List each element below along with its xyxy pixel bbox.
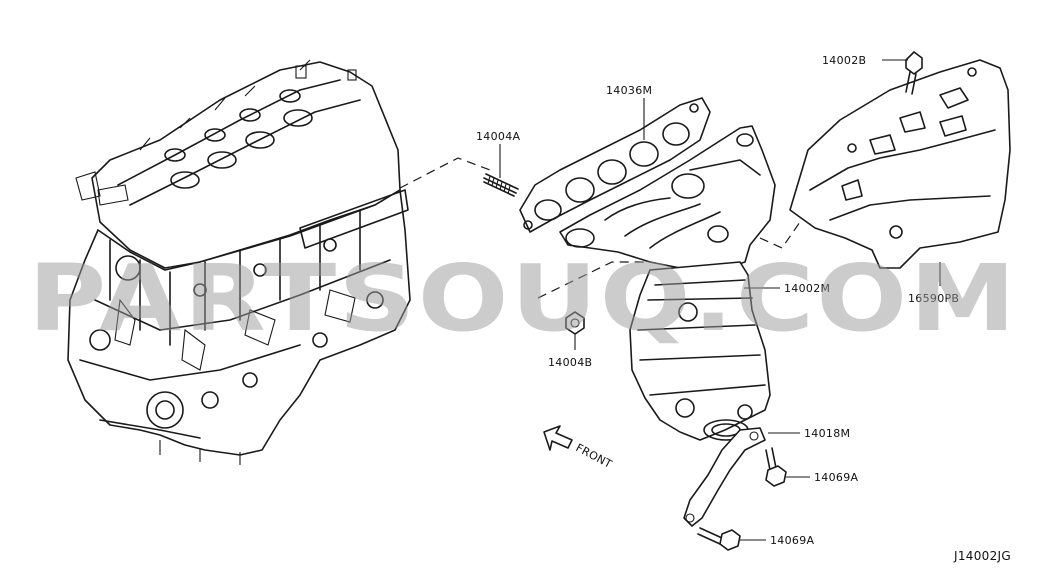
callout-14069a-lower: 14069A [770,534,814,547]
leader-lines [499,59,941,541]
alignment-line-lower [537,261,652,299]
callout-14002m: 14002M [784,282,830,295]
bolt-14002b [905,51,923,95]
bracket-14018m [683,427,766,527]
nut-14004b [565,311,585,335]
front-arrow-icon [543,425,573,451]
callout-16590pb: 16590PB [908,292,959,305]
bolt-14069a-upper [765,447,787,487]
callout-14002b: 14002B [822,54,866,67]
diagram-code: J14002JG [953,549,1011,563]
watermark: PARTSOUQ.COM [28,245,1018,352]
stud-14004a [483,173,519,197]
alignment-line-upper [399,157,491,189]
heat-shield-16590pb [789,59,1011,269]
callout-14004a: 14004A [476,130,520,143]
callout-14036m: 14036M [606,84,652,97]
engine-assembly [67,59,411,465]
callout-14069a-upper: 14069A [814,471,858,484]
front-label: FRONT [574,441,615,471]
bolt-14069a-lower [697,527,741,551]
front-direction-indicator: FRONT [543,425,615,471]
gasket-14036m [519,97,711,233]
callout-14018m: 14018M [804,427,850,440]
callout-14004b: 14004B [548,356,592,369]
exhaust-manifold-14002m [559,125,776,441]
alignment-line-shield [759,221,801,249]
